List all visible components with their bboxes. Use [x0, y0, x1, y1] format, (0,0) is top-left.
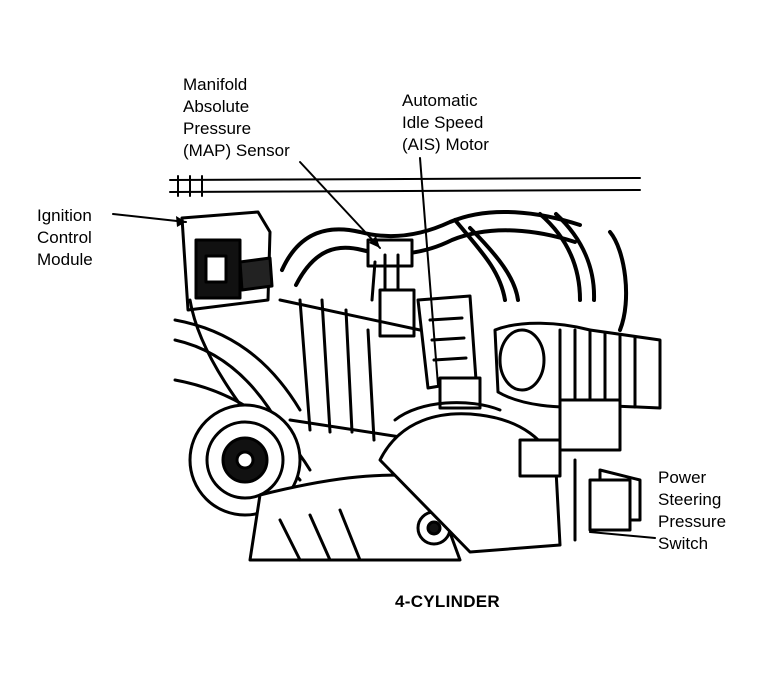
firewall-edge — [169, 175, 641, 197]
leader-ps — [589, 531, 656, 539]
leader-lines — [112, 157, 656, 539]
ignition-module-label: Ignition Control Module — [37, 206, 93, 269]
leader-arrowheads — [176, 216, 380, 248]
upper-hoses — [280, 209, 629, 332]
ais-motor-drawing — [416, 294, 482, 410]
leader-icm — [112, 213, 187, 223]
leader-ais — [419, 157, 439, 386]
engine-block — [248, 473, 462, 562]
air-intake-duct — [493, 321, 662, 410]
ais-motor-label: Automatic Idle Speed (AIS) Motor — [402, 91, 489, 154]
ps-switch-label: Power Steering Pressure Switch — [658, 468, 727, 553]
leader-map — [299, 161, 381, 249]
ps-switch-drawing — [573, 458, 632, 542]
map-sensor-label: Manifold Absolute Pressure (MAP) Sensor — [183, 75, 290, 160]
diagram-caption: 4-CYLINDER — [395, 592, 501, 611]
map-sensor-drawing — [366, 238, 416, 338]
ignition-control-module-drawing — [180, 210, 274, 312]
pulley-drawing — [188, 403, 302, 517]
